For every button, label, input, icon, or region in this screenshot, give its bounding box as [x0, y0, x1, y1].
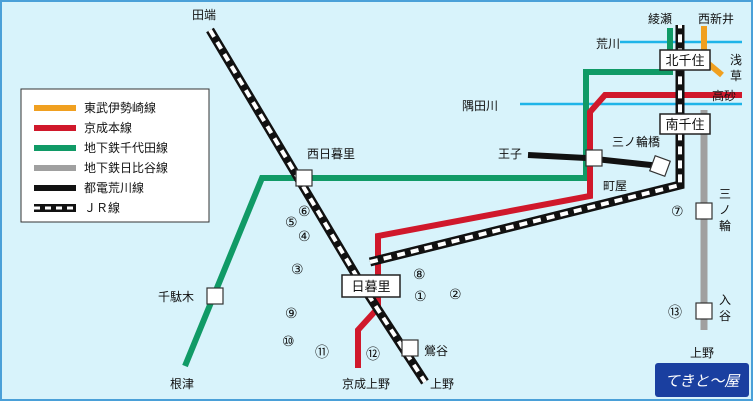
- nishinippori-label: 西日暮里: [307, 147, 355, 161]
- legend-label-jr: ＪＲ線: [84, 200, 120, 215]
- keisei-ueno-label: 京成上野: [342, 377, 390, 391]
- site-logo: てきと〜屋: [655, 363, 749, 397]
- sendagi-station-box: [206, 287, 224, 305]
- marker-6: ⑥: [298, 204, 311, 220]
- legend-label-tobu: 東武伊勢崎線: [84, 100, 156, 115]
- nippori-station: 日暮里: [341, 274, 401, 298]
- sendagi-label: 千駄木: [158, 289, 194, 304]
- marker-4: ④: [298, 229, 311, 245]
- legend-label-chiyoda: 地下鉄千代田線: [84, 140, 168, 155]
- nezu-label: 根津: [170, 377, 194, 391]
- minamisenju-station: 南千住: [659, 113, 711, 135]
- nishiarai-label: 西新井: [698, 11, 734, 26]
- marker-3: ③: [291, 262, 304, 278]
- keisei-line: [355, 92, 742, 368]
- oji-label: 王子: [498, 147, 522, 161]
- legend-item-keisei: 京成本線: [34, 120, 132, 135]
- sumidagawa-label: 隅田川: [462, 99, 498, 113]
- marker-2: ②: [449, 287, 462, 303]
- minowa-label-2: ノ: [719, 203, 731, 217]
- asakusa-label-2: 草: [730, 69, 742, 83]
- svg-text:南千住: 南千住: [665, 117, 704, 133]
- legend-label-toden: 都電荒川線: [84, 180, 144, 195]
- legend-item-chiyoda: 地下鉄千代田線: [34, 140, 168, 155]
- takasago-label: 高砂: [712, 88, 736, 103]
- uguisudani-station-box: [401, 339, 419, 357]
- legend-item-hibiya: 地下鉄日比谷線: [34, 160, 168, 175]
- minowabashi-label: 三ノ輪橋: [612, 134, 660, 149]
- marker-5: ⑤: [285, 215, 298, 231]
- marker-13: ⑬: [668, 305, 682, 321]
- svg-text:てきと〜屋: てきと〜屋: [665, 372, 742, 390]
- legend-item-tobu: 東武伊勢崎線: [34, 100, 156, 115]
- marker-8: ⑧: [413, 267, 426, 283]
- marker-9: ⑨: [285, 306, 298, 322]
- legend-label-keisei: 京成本線: [84, 120, 132, 135]
- minowabashi-station-box: [648, 154, 672, 178]
- arakawa-label: 荒川: [596, 37, 620, 51]
- nishinippori-station-box: [295, 169, 313, 187]
- ueno-jr-label: 上野: [430, 377, 454, 391]
- marker-11: ⑪: [315, 345, 329, 361]
- iriya-label-1: 入: [719, 293, 731, 307]
- marker-1: ①: [414, 289, 427, 305]
- minowa-station-box: [695, 202, 713, 220]
- iriya-station-box: [695, 302, 713, 320]
- asakusa-label-1: 浅: [730, 53, 742, 67]
- svg-text:日暮里: 日暮里: [351, 280, 390, 295]
- machiya-station-box: [585, 149, 603, 167]
- ueno-hibiya-label: 上野: [690, 346, 714, 360]
- legend-label-hibiya: 地下鉄日比谷線: [84, 160, 168, 175]
- marker-7: ⑦: [671, 204, 684, 220]
- svg-text:北千住: 北千住: [665, 54, 704, 69]
- minowa-label-1: 三: [719, 187, 731, 201]
- legend-item-toden: 都電荒川線: [34, 180, 144, 195]
- uguisudani-label: 鶯谷: [424, 343, 448, 358]
- tabata-label: 田端: [192, 8, 216, 22]
- ayase-label: 綾瀬: [648, 11, 672, 26]
- marker-12: ⑫: [366, 347, 380, 363]
- kitasenju-station: 北千住: [659, 49, 711, 71]
- machiya-label: 町屋: [603, 179, 627, 193]
- marker-10: ⑩: [282, 334, 295, 350]
- iriya-label-2: 谷: [719, 309, 731, 323]
- legend-item-jr: ＪＲ線: [34, 200, 120, 215]
- minowa-label-3: 輪: [719, 218, 731, 233]
